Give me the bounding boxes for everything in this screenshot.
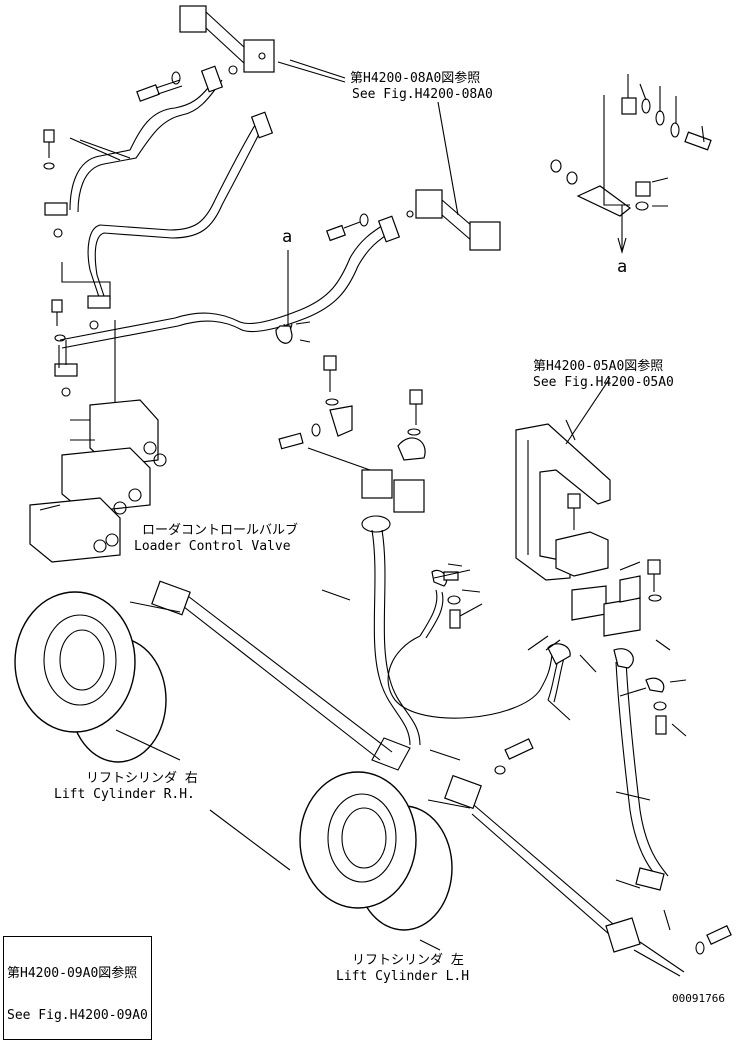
ref-08a0-label-jp: 第H4200-08A0図参照 — [350, 71, 481, 86]
valve-label-jp: ローダコントロールバルブ — [142, 523, 299, 538]
ref-09a0-box: 第H4200-09A0図参照 See Fig.H4200-09A0 — [3, 936, 152, 1040]
bolts-upper-left — [43, 71, 369, 420]
frame-bracket — [515, 419, 662, 637]
detail-a-label-right: a — [617, 257, 628, 277]
lift-cylinder-lh-label-jp: リフトシリンダ 左 — [352, 953, 464, 968]
ref-09a0-label-en: See Fig.H4200-09A0 — [7, 1008, 148, 1023]
ref-05a0-label-jp: 第H4200-05A0図参照 — [533, 359, 664, 374]
lift-cylinder-rh — [14, 580, 393, 763]
detail-a-label-left: a — [282, 227, 293, 247]
lift-cylinder-lh — [299, 738, 732, 977]
pipe-clamp — [275, 250, 311, 344]
lift-cylinder-lh-label-en: Lift Cylinder L.H — [336, 969, 470, 984]
hydraulic-piping-diagram — [14, 5, 732, 977]
leader-lines — [115, 59, 687, 951]
loader-control-valve — [29, 399, 167, 563]
lift-cylinder-rh-label-jp: リフトシリンダ 右 — [86, 771, 198, 786]
right-lift-fitting — [406, 101, 501, 251]
bracket-detail-a — [550, 74, 712, 255]
hoses — [371, 529, 669, 891]
valve-label-en: Loader Control Valve — [134, 539, 291, 554]
upper-lift-fitting — [179, 5, 346, 83]
ref-09a0-label-jp: 第H4200-09A0図参照 — [7, 966, 138, 981]
ref-05a0-label-en: See Fig.H4200-05A0 — [533, 375, 674, 390]
ref-08a0-label-en: See Fig.H4200-08A0 — [352, 87, 493, 102]
drawing-number: 00091766 — [672, 992, 725, 1005]
hydraulic-tubes — [44, 65, 401, 397]
lift-cylinder-rh-label-en: Lift Cylinder R.H. — [54, 787, 195, 802]
middle-valve-blocks — [278, 355, 426, 533]
